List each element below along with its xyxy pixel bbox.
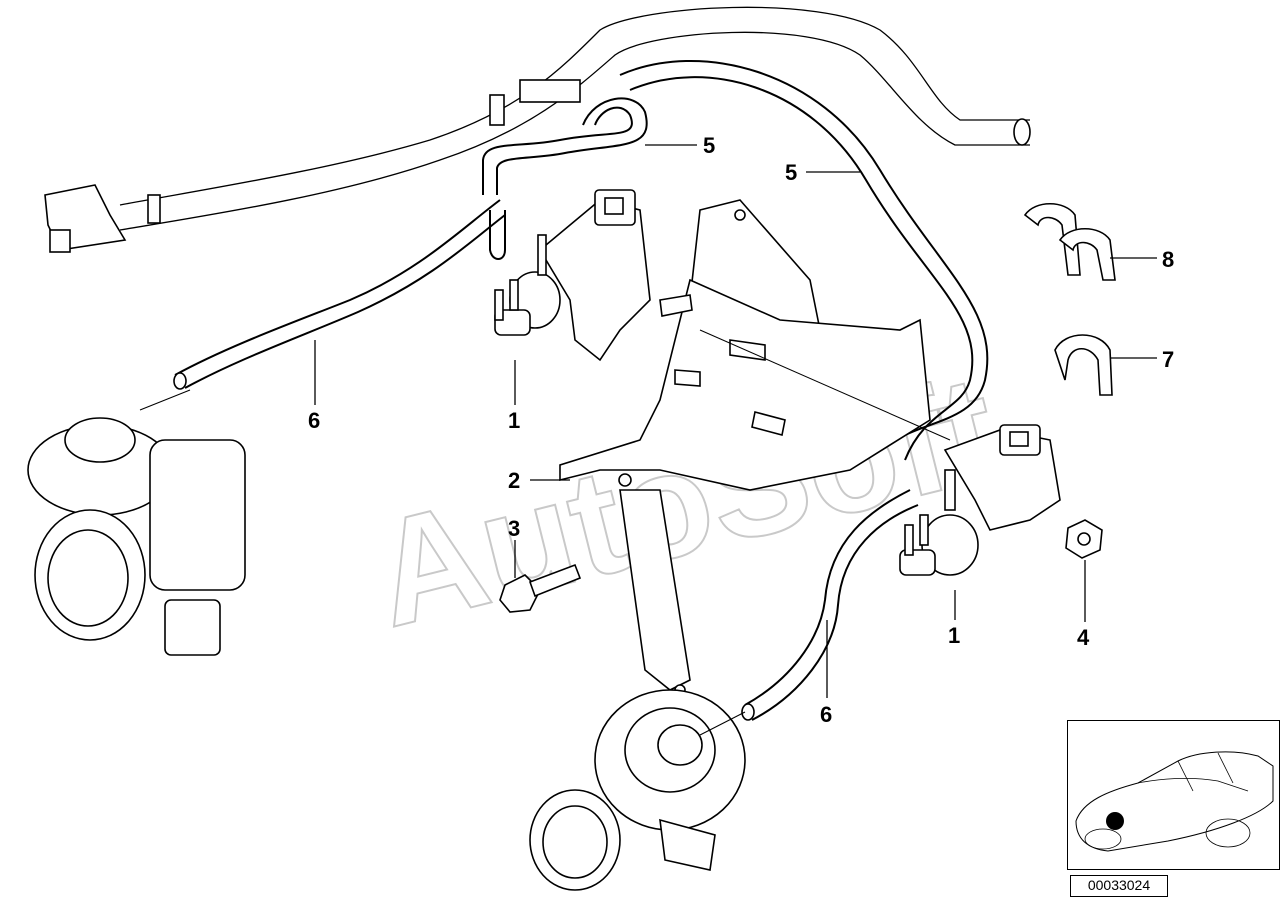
egr-valve-bottom [529,689,746,891]
vacuum-hose-6-right [741,489,919,721]
hose-clip-single [1054,334,1113,396]
callout-8: 8 [1162,247,1174,272]
mounting-bracket [559,199,951,696]
callout-7: 7 [1162,347,1174,372]
drawing-number: 00033024 [1087,877,1151,893]
leader-lines [314,144,1157,698]
pressure-converter-right [899,424,1061,576]
hose-clip-double [1023,203,1116,281]
hex-nut [1065,519,1103,559]
vacuum-hose-6-left [173,199,506,390]
car-outline-icon [1075,751,1274,852]
vehicle-locator-thumbnail [1067,720,1280,870]
callout-1-left: 1 [508,408,520,433]
callouts: 5 5 6 6 1 1 2 3 4 7 8 [308,133,1174,727]
callout-2: 2 [508,468,520,493]
pressure-converter-left [494,189,651,362]
location-marker-icon [1106,812,1124,830]
hex-bolt [499,563,582,613]
callout-4: 4 [1077,625,1090,650]
upper-coolant-hose [44,6,1031,253]
callout-6-left: 6 [308,408,320,433]
callout-6-right: 6 [820,702,832,727]
drawing-number-box: 00033024 [1070,875,1168,897]
callout-5-left: 5 [703,133,715,158]
vacuum-hose-5-left [482,97,648,260]
egr-valve-left [27,389,246,656]
callout-5-right: 5 [785,160,797,185]
vacuum-hose-5-right [619,59,989,461]
callout-3: 3 [508,516,520,541]
callout-1-right: 1 [948,623,960,648]
